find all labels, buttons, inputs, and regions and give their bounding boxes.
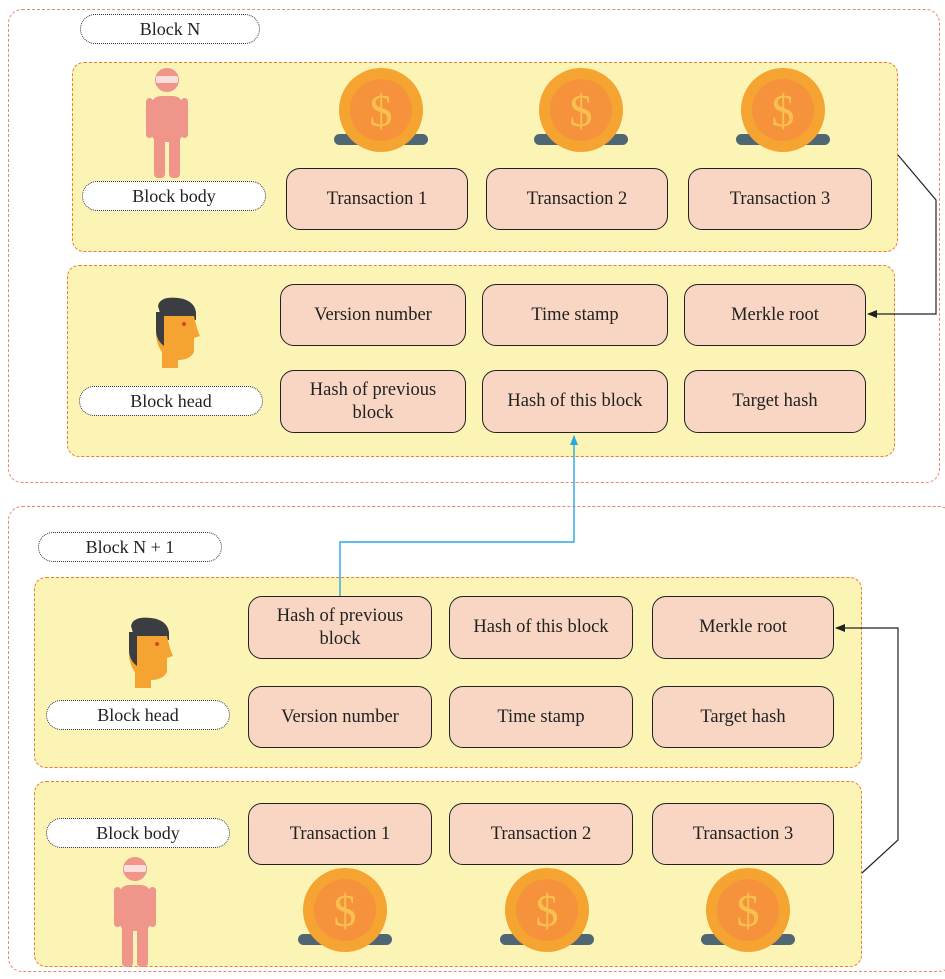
version-number-box: Version number [280, 284, 466, 346]
dollar-coin-icon: $ [500, 868, 594, 952]
hash-of-previous-block-box: Hash of previous block [280, 370, 466, 433]
transaction-box: Transaction 3 [688, 168, 872, 230]
dollar-coin-icon: $ [334, 68, 428, 152]
svg-text:$: $ [772, 85, 795, 136]
block-n-title: Block N [80, 14, 260, 44]
svg-text:$: $ [334, 885, 357, 936]
hash-of-this-block-box: Hash of this block [449, 596, 633, 659]
man-head-icon [129, 617, 173, 688]
transaction-box: Transaction 1 [248, 803, 432, 865]
dollar-coin-icon: $ [298, 868, 392, 952]
time-stamp-box: Time stamp [482, 284, 668, 346]
block-n1-head-label: Block head [46, 700, 230, 730]
transaction-box: Transaction 2 [449, 803, 633, 865]
time-stamp-box: Time stamp [449, 686, 633, 748]
block-n-body-label: Block body [82, 181, 266, 211]
svg-text:$: $ [737, 885, 760, 936]
version-number-box: Version number [248, 686, 432, 748]
svg-text:$: $ [536, 885, 559, 936]
man-head-icon [156, 297, 200, 368]
hash-of-this-block-box: Hash of this block [482, 370, 668, 433]
hash-of-previous-block-box: Hash of previous block [248, 596, 432, 659]
merkle-root-box: Merkle root [684, 284, 866, 346]
transaction-box: Transaction 2 [486, 168, 668, 230]
person-icon [146, 68, 188, 178]
merkle-root-box: Merkle root [652, 596, 834, 659]
dollar-coin-icon: $ [701, 868, 795, 952]
transaction-box: Transaction 3 [652, 803, 834, 865]
block-n1-title: Block N + 1 [38, 532, 222, 562]
dollar-coin-icon: $ [736, 68, 830, 152]
block-n1-body-label: Block body [46, 818, 230, 848]
svg-text:$: $ [370, 85, 393, 136]
svg-text:$: $ [570, 85, 593, 136]
target-hash-box: Target hash [652, 686, 834, 748]
target-hash-box: Target hash [684, 370, 866, 433]
dollar-coin-icon: $ [534, 68, 628, 152]
person-icon [114, 857, 156, 967]
transaction-box: Transaction 1 [286, 168, 468, 230]
block-n-head-label: Block head [79, 386, 263, 416]
